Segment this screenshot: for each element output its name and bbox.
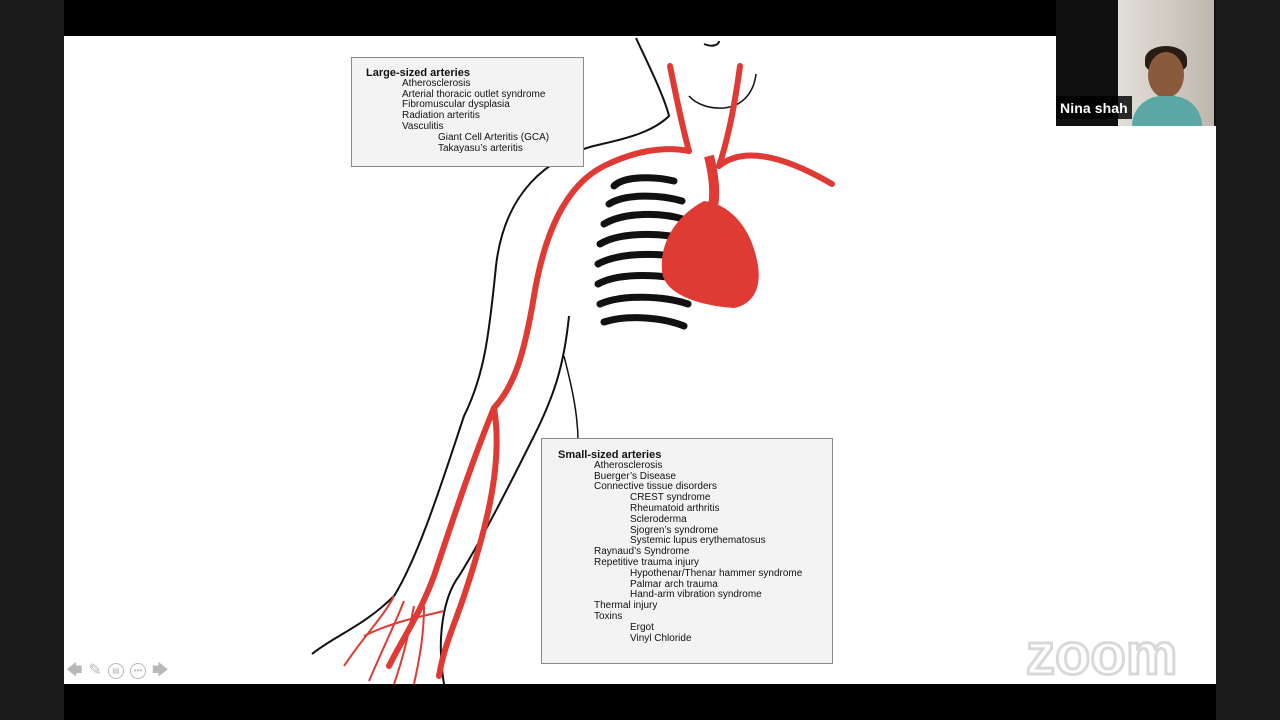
aortic-arch [704, 154, 720, 213]
small-artery-subitem: Rheumatoid arthritis [630, 502, 720, 514]
more-options-icon[interactable]: ••• [129, 663, 146, 679]
small-artery-item: Raynaud’s Syndrome [594, 546, 690, 558]
small-artery-subitem: Hand-arm vibration syndrome [630, 589, 762, 601]
large-artery-subitem: Takayasu’s arteritis [438, 142, 523, 154]
hand-arteries [343, 595, 445, 684]
zoom-watermark-text: zoom [1026, 626, 1177, 682]
participant-name-label: Nina shah [1056, 96, 1132, 119]
small-artery-item: Toxins [594, 610, 623, 622]
small-artery-subitem: Vinyl Chloride [630, 632, 692, 644]
slides-grid-icon[interactable]: ▤ [107, 663, 124, 679]
small-artery-subitem: Hypothenar/Thenar hammer syndrome [630, 567, 803, 579]
small-artery-subitem: Sjogren’s syndrome [630, 524, 719, 536]
artery-paths [386, 63, 835, 679]
small-artery-subitem: Palmar arch trauma [630, 578, 718, 590]
small-artery-subitem: CREST syndrome [630, 492, 711, 504]
small-artery-subitem: Systemic lupus erythematosus [630, 535, 766, 547]
left-letterbox [0, 0, 64, 720]
arm-artery-illustration [311, 37, 835, 684]
small-arteries-box: Small-sized arteries Atherosclerosis Bue… [541, 438, 833, 664]
zoom-watermark-logo: zoom [1025, 626, 1179, 682]
heart-icon [661, 201, 759, 308]
next-slide-icon[interactable]: 🡆 [151, 662, 169, 679]
large-artery-item: Fibromuscular dysplasia [402, 99, 510, 111]
small-artery-subitem: Ergot [630, 621, 654, 633]
small-artery-item: Thermal injury [594, 600, 658, 612]
neck-outline [601, 37, 671, 145]
small-artery-item: Repetitive trauma injury [594, 556, 700, 568]
participant-video [1118, 0, 1214, 126]
small-artery-item: Connective tissue disorders [594, 481, 717, 493]
large-artery-item: Vasculitis [402, 120, 444, 132]
prev-slide-icon[interactable]: 🡄 [66, 662, 83, 679]
chin-outline [703, 40, 720, 47]
participant-video-tile[interactable]: Nina shah [1056, 0, 1216, 126]
arm-outer-outline [311, 143, 603, 655]
large-artery-item: Atherosclerosis [402, 77, 471, 89]
presentation-slide: Large-sized arteries Atherosclerosis Art… [64, 36, 1216, 684]
small-artery-item: Atherosclerosis [594, 459, 663, 471]
large-artery-subitem: Giant Cell Arteritis (GCA) [438, 131, 550, 143]
pen-icon[interactable]: ✎ [88, 662, 102, 679]
small-artery-item: Buerger’s Disease [594, 470, 676, 482]
arm-inner-outline [439, 315, 570, 684]
slide-controls: 🡄 ✎ ▤ ••• 🡆 [66, 660, 168, 682]
small-arteries-title: Small-sized arteries [558, 449, 662, 461]
large-artery-item: Radiation arteritis [402, 110, 480, 122]
large-arteries-title: Large-sized arteries [366, 67, 470, 79]
jaw-outline [688, 73, 757, 109]
right-letterbox [1216, 0, 1280, 720]
large-artery-item: Arterial thoracic outlet syndrome [402, 88, 546, 100]
large-arteries-box: Large-sized arteries Atherosclerosis Art… [351, 57, 584, 167]
small-artery-subitem: Scleroderma [630, 513, 687, 525]
